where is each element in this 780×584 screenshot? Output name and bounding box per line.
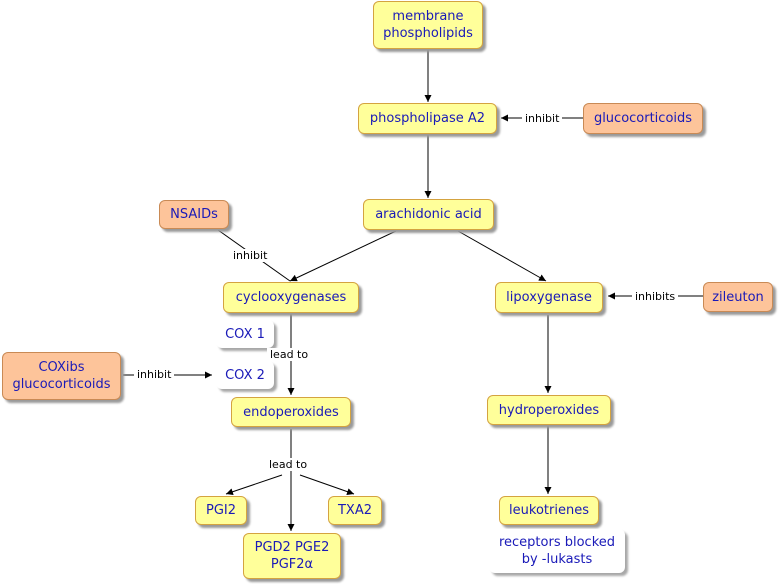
node-endoperoxides[interactable]: endoperoxides bbox=[231, 397, 351, 427]
node-phospholipase-a2[interactable]: phospholipase A2 bbox=[358, 103, 497, 134]
node-pgi2[interactable]: PGI2 bbox=[195, 496, 247, 525]
node-pgd2-pge2-pgf2a[interactable]: PGD2 PGE2 PGF2α bbox=[243, 533, 341, 579]
edge-arachidonic-to-cyclo bbox=[289, 230, 397, 282]
node-cyclooxygenases[interactable]: cyclooxygenases bbox=[223, 282, 359, 313]
node-nsaids[interactable]: NSAIDs bbox=[159, 200, 229, 229]
node-txa2[interactable]: TXA2 bbox=[328, 496, 382, 525]
node-lipoxygenase[interactable]: lipoxygenase bbox=[495, 282, 603, 313]
node-membrane-phospholipids[interactable]: membrane phospholipids bbox=[373, 1, 483, 49]
node-coxibs-glucocorticoids[interactable]: COXibs glucocorticoids bbox=[2, 352, 121, 400]
label-inhibits-zileuton: inhibits bbox=[632, 290, 679, 303]
node-receptors-blocked[interactable]: receptors blocked by -lukasts bbox=[489, 529, 625, 573]
node-cox2[interactable]: COX 2 bbox=[216, 361, 274, 389]
edge-endo-to-pgi2 bbox=[225, 474, 283, 496]
label-inhibit-nsaids: inhibit bbox=[230, 249, 271, 262]
node-leukotrienes[interactable]: leukotrienes bbox=[499, 496, 599, 525]
node-glucocorticoids[interactable]: glucocorticoids bbox=[583, 103, 703, 134]
label-lead-to-endo: lead to bbox=[266, 458, 311, 471]
label-lead-to-cox: lead to bbox=[267, 348, 312, 361]
label-inhibit-pla2: inhibit bbox=[522, 112, 563, 125]
edge-endo-to-txa2 bbox=[299, 474, 355, 495]
edge-arachidonic-to-lipo bbox=[457, 230, 547, 282]
node-zileuton[interactable]: zileuton bbox=[703, 282, 773, 312]
node-arachidonic-acid[interactable]: arachidonic acid bbox=[363, 199, 494, 230]
node-cox1[interactable]: COX 1 bbox=[216, 320, 274, 348]
label-inhibit-coxibs: inhibit bbox=[134, 368, 175, 381]
node-hydroperoxides[interactable]: hydroperoxides bbox=[487, 395, 611, 425]
